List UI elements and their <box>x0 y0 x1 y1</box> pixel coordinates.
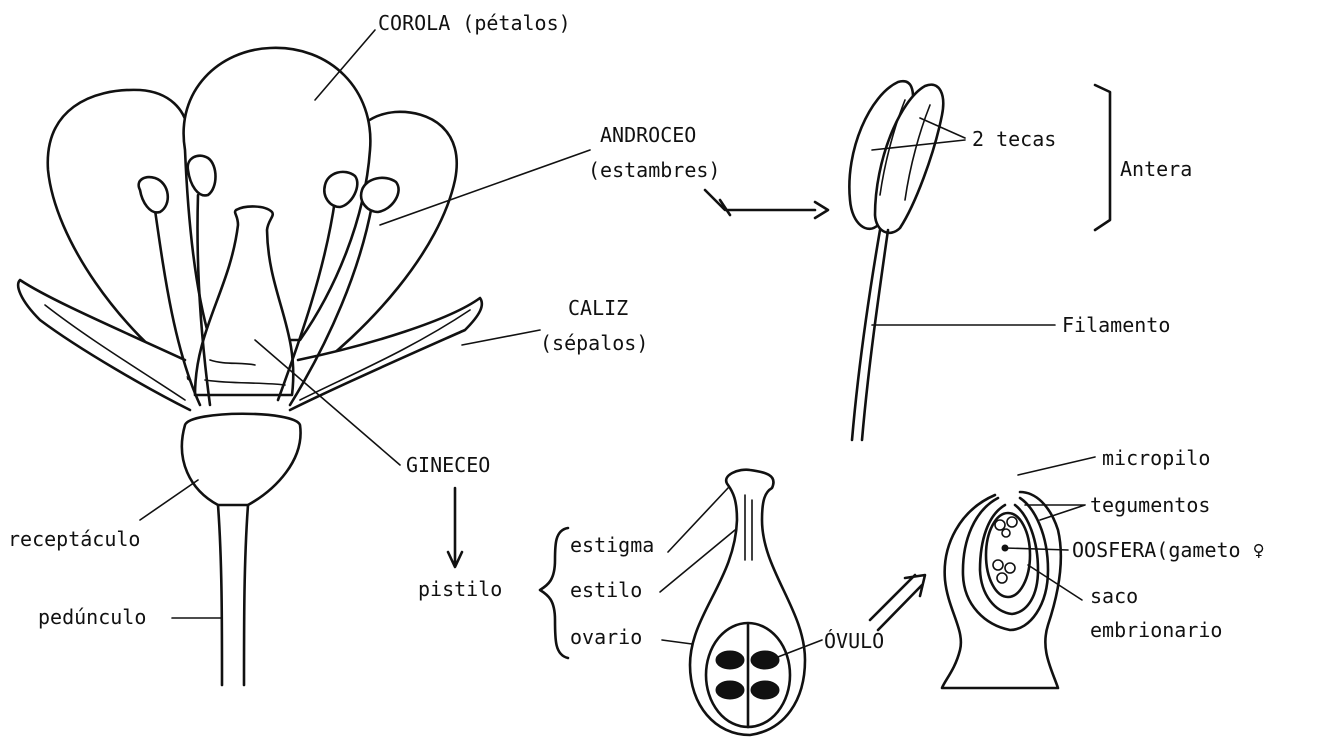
label-caliz: CALIZ <box>568 296 628 320</box>
arrow-to-ovule <box>870 575 925 630</box>
label-embrionario: embrionario <box>1090 618 1222 642</box>
label-estilo: estilo <box>570 578 642 602</box>
label-filamento: Filamento <box>1062 313 1170 337</box>
stamen-detail <box>705 81 943 440</box>
label-sepalos: (sépalos) <box>540 331 648 355</box>
label-tecas: 2 tecas <box>972 127 1056 151</box>
flower-drawing <box>18 48 482 685</box>
label-oosfera: OOSFERA(gameto ♀ <box>1072 538 1265 562</box>
pistilo-brace <box>540 528 568 658</box>
receptacle <box>182 414 301 505</box>
label-pistilo: pistilo <box>418 577 502 601</box>
ovule-4 <box>751 681 779 699</box>
label-ovario: ovario <box>570 625 642 649</box>
label-corola: COROLA (pétalos) <box>378 11 571 35</box>
label-gineceo: GINECEO <box>406 453 490 477</box>
antera-bracket <box>1095 85 1110 230</box>
label-receptaculo: receptáculo <box>8 527 140 551</box>
label-tegumentos: tegumentos <box>1090 493 1210 517</box>
ovule-3 <box>716 681 744 699</box>
ovule-2 <box>751 651 779 669</box>
arrow-to-stamen <box>705 190 828 218</box>
label-estambres: (estambres) <box>588 158 720 182</box>
ovule-1 <box>716 651 744 669</box>
stamen-filament <box>852 230 888 440</box>
label-ovulo: ÓVULO <box>824 629 884 653</box>
label-estigma: estigma <box>570 533 654 557</box>
arrow-gineceo-to-pistilo <box>448 488 462 567</box>
ovule-detail <box>942 492 1061 688</box>
label-pedunculo: pedúnculo <box>38 605 146 629</box>
label-antera: Antera <box>1120 157 1192 181</box>
peduncle <box>218 505 248 685</box>
label-androceo: ANDROCEO <box>600 123 696 147</box>
label-micropilo: micropilo <box>1102 446 1210 470</box>
label-saco: saco <box>1090 584 1138 608</box>
